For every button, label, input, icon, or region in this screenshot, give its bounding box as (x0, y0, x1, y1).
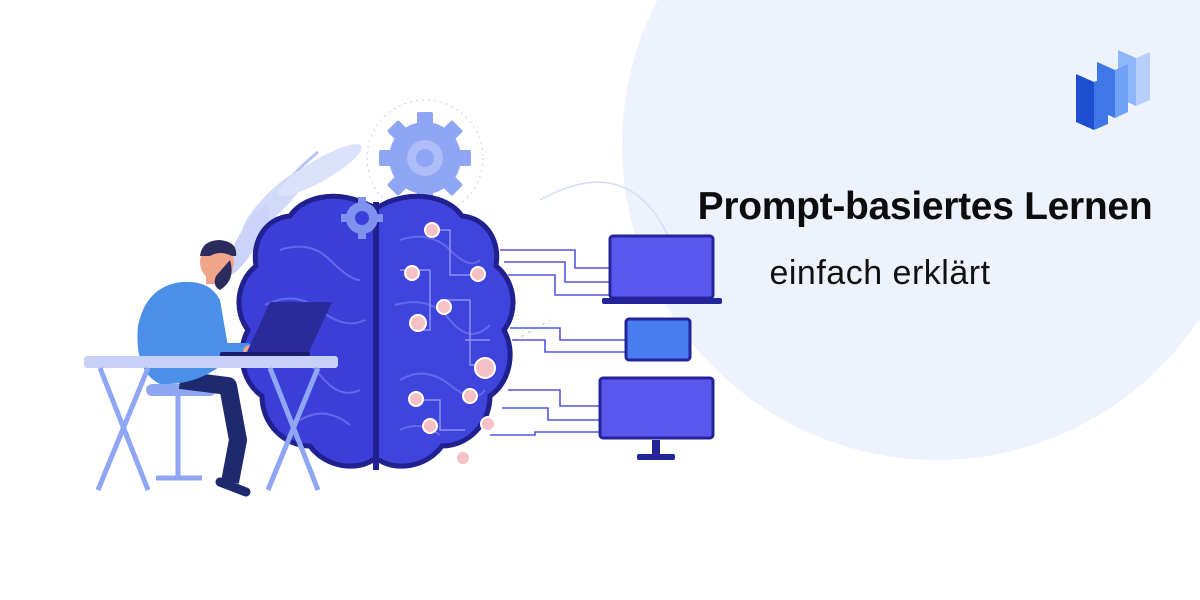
page-subtitle: einfach erklärt (769, 254, 991, 292)
gear-icon (379, 112, 471, 204)
tablet-icon (624, 317, 692, 362)
leaf-decoration (226, 144, 362, 275)
desk-icon (84, 356, 338, 491)
brand-logo-icon (1076, 50, 1150, 130)
small-gear-icon (341, 197, 383, 239)
ai-illustration (84, 99, 722, 497)
laptop-icon (602, 234, 722, 304)
desk-laptop-icon (220, 302, 332, 357)
monitor-icon (598, 376, 715, 460)
page-title: Prompt-basiertes Lernen (697, 185, 1153, 228)
